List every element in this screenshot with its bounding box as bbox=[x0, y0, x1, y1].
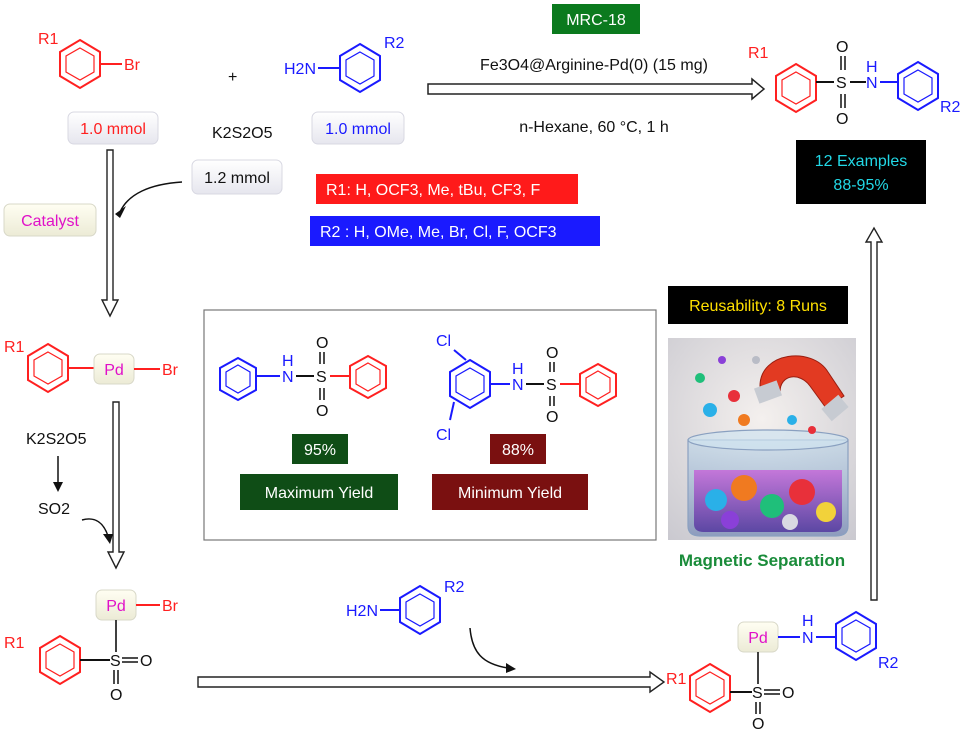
reaction-conditions: MRC-18 Fe3O4@Arginine-Pd(0) (15 mg) n-He… bbox=[427, 4, 766, 136]
svg-text:H: H bbox=[866, 59, 878, 76]
conditions-line: n-Hexane, 60 °C, 1 h bbox=[519, 119, 669, 136]
min-yield-label: Minimum Yield bbox=[432, 474, 588, 510]
max-yield-structure: H N S O O bbox=[219, 335, 387, 420]
aryl-bromide-reactant: Br R1 bbox=[38, 31, 141, 90]
svg-text:S: S bbox=[752, 685, 763, 702]
svg-text:R1: R1 bbox=[4, 339, 25, 356]
svg-text:O: O bbox=[752, 716, 764, 731]
plus-sign: + bbox=[228, 69, 237, 86]
svg-text:R1: R1 bbox=[666, 671, 687, 688]
svg-text:Pd: Pd bbox=[748, 630, 768, 647]
svg-text:95%: 95% bbox=[304, 442, 336, 459]
svg-text:1.0 mmol: 1.0 mmol bbox=[80, 121, 146, 138]
svg-text:O: O bbox=[140, 653, 152, 670]
svg-text:88%: 88% bbox=[502, 442, 534, 459]
max-yield-label: Maximum Yield bbox=[240, 474, 398, 510]
svg-text:R1: R1 bbox=[748, 45, 769, 62]
svg-text:R1: R1 bbox=[4, 635, 25, 652]
svg-text:1.0 mmol: 1.0 mmol bbox=[325, 121, 391, 138]
main-arrow bbox=[427, 77, 766, 101]
svg-text:R2: R2 bbox=[940, 99, 961, 116]
svg-text:O: O bbox=[316, 403, 328, 420]
catalyst-line: Fe3O4@Arginine-Pd(0) (15 mg) bbox=[480, 57, 708, 74]
atom-r2: R2 bbox=[384, 35, 405, 52]
svg-text:Cl: Cl bbox=[436, 427, 451, 444]
arrow-up bbox=[864, 226, 884, 601]
amine-reactant: H2N R2 bbox=[284, 35, 405, 94]
svg-text:Cl: Cl bbox=[436, 333, 451, 350]
svg-text:H: H bbox=[512, 361, 524, 378]
svg-text:H: H bbox=[282, 353, 294, 370]
svg-text:Pd: Pd bbox=[104, 362, 124, 379]
curved-arrow-catalyst bbox=[119, 181, 183, 213]
svg-text:O: O bbox=[546, 409, 558, 426]
svg-text:Pd: Pd bbox=[106, 598, 126, 615]
svg-text:S: S bbox=[316, 369, 327, 386]
svg-text:Minimum Yield: Minimum Yield bbox=[458, 485, 562, 502]
svg-text:Maximum Yield: Maximum Yield bbox=[265, 485, 373, 502]
svg-text:R1: H, OCF3, Me, tBu, CF3, F: R1: H, OCF3, Me, tBu, CF3, F bbox=[326, 182, 540, 199]
max-yield-value: 95% bbox=[292, 434, 348, 464]
min-yield-value: 88% bbox=[490, 434, 546, 464]
svg-text:N: N bbox=[512, 377, 524, 394]
svg-text:O: O bbox=[316, 335, 328, 352]
substituent-r1-box: R1: H, OCF3, Me, tBu, CF3, F bbox=[316, 174, 578, 204]
aryl-sulfonyl-pd-bromide: Pd Br R1 S O O bbox=[4, 589, 179, 704]
sulfur-amount: 1.2 mmol bbox=[204, 170, 270, 187]
examples-box: 12 Examples 88-95% bbox=[796, 140, 926, 204]
svg-text:O: O bbox=[782, 685, 794, 702]
amine-bottom: H2N R2 bbox=[346, 579, 516, 673]
svg-text:12 Examples: 12 Examples bbox=[815, 153, 908, 170]
magnetic-separation-label: Magnetic Separation bbox=[679, 551, 845, 570]
so2-label: SO2 bbox=[38, 501, 70, 518]
svg-text:R2: R2 bbox=[444, 579, 465, 596]
amine-amount: 1.0 mmol bbox=[311, 111, 405, 145]
svg-text:N: N bbox=[866, 75, 878, 92]
sulfonamide-product: R1 S O O H N R2 bbox=[748, 39, 961, 128]
aryl-sulfonyl-pd-amide: Pd H N R2 R1 S O O bbox=[666, 610, 899, 731]
sulfur-source: K2S2O5 1.2 mmol bbox=[191, 125, 283, 195]
svg-text:N: N bbox=[282, 369, 294, 386]
svg-text:O: O bbox=[836, 39, 848, 56]
substituent-r2-box: R2 : H, OMe, Me, Br, Cl, F, OCF3 bbox=[310, 216, 600, 246]
svg-text:Br: Br bbox=[162, 362, 179, 379]
aryl-pd-bromide: R1 Pd Br bbox=[4, 339, 179, 394]
reusability-box: Reusability: 8 Runs bbox=[668, 286, 848, 324]
svg-text:N: N bbox=[802, 630, 814, 647]
svg-text:Br: Br bbox=[162, 598, 179, 615]
mrc-badge: MRC-18 bbox=[566, 12, 626, 29]
atom-r1: R1 bbox=[38, 31, 59, 48]
svg-text:O: O bbox=[546, 345, 558, 362]
k2s2o5-label: K2S2O5 bbox=[26, 431, 87, 448]
atom-br: Br bbox=[124, 57, 141, 74]
svg-text:R2: R2 bbox=[878, 655, 899, 672]
magnetic-separation-image bbox=[668, 338, 856, 540]
svg-text:O: O bbox=[836, 111, 848, 128]
arrow-bottom bbox=[197, 670, 666, 694]
arrow-down-1 bbox=[100, 149, 120, 318]
svg-text:K2S2O5: K2S2O5 bbox=[212, 125, 273, 142]
svg-text:H: H bbox=[802, 613, 814, 630]
catalyst-label: Catalyst bbox=[3, 203, 97, 237]
svg-text:Catalyst: Catalyst bbox=[21, 213, 79, 230]
svg-text:S: S bbox=[836, 75, 847, 92]
svg-text:S: S bbox=[546, 377, 557, 394]
arrow-down-2 bbox=[106, 401, 126, 570]
svg-text:S: S bbox=[110, 653, 121, 670]
svg-text:Reusability: 8 Runs: Reusability: 8 Runs bbox=[689, 298, 827, 315]
min-yield-structure: Cl Cl H N S O O bbox=[436, 333, 617, 444]
aryl-bromide-amount: 1.0 mmol bbox=[67, 111, 159, 145]
svg-text:H2N: H2N bbox=[346, 603, 378, 620]
atom-h2n: H2N bbox=[284, 61, 316, 78]
svg-text:88-95%: 88-95% bbox=[833, 177, 888, 194]
svg-text:R2 : H, OMe, Me, Br, Cl, F, OC: R2 : H, OMe, Me, Br, Cl, F, OCF3 bbox=[320, 224, 557, 241]
svg-text:O: O bbox=[110, 687, 122, 704]
